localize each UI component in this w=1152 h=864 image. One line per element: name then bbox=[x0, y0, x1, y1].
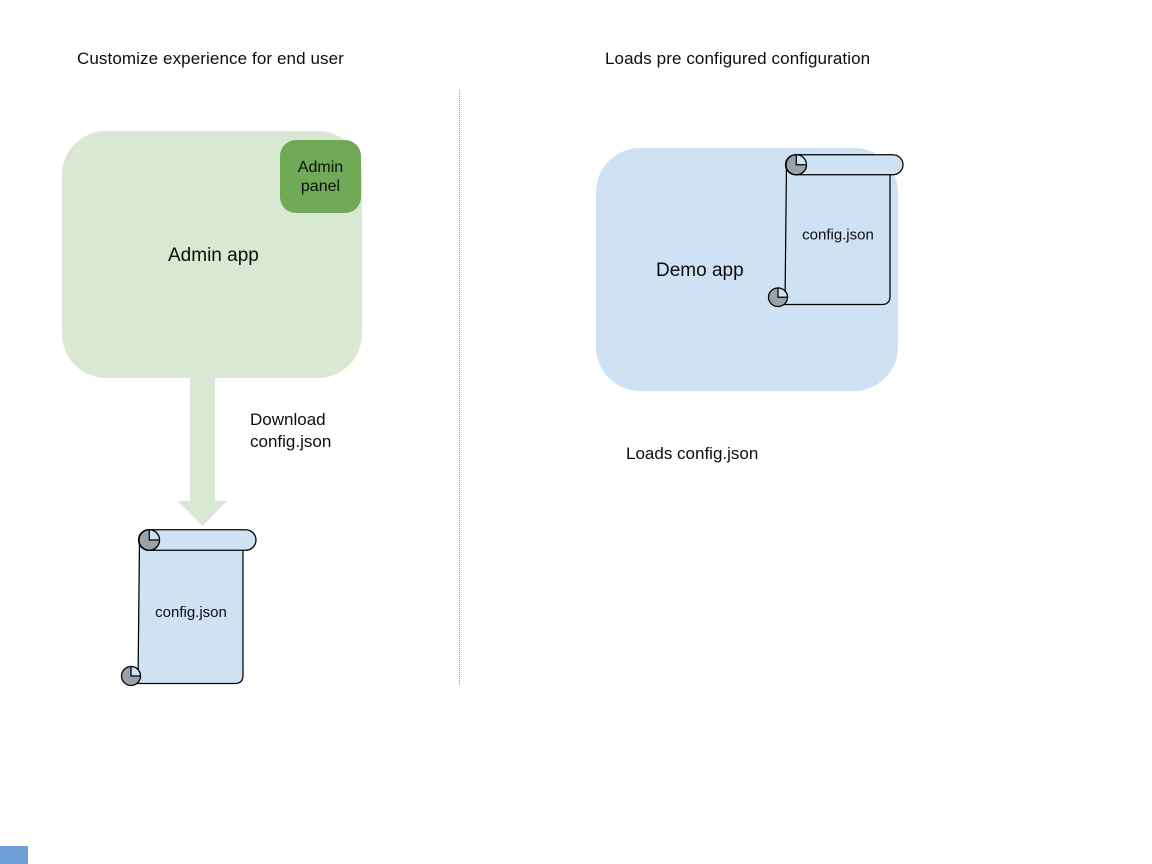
scroll-curl-notch bbox=[777, 287, 789, 298]
scroll-body bbox=[784, 163, 891, 306]
right-section-title: Loads pre configured configuration bbox=[605, 49, 871, 68]
config-json-label-right: config.json bbox=[802, 228, 874, 244]
download-config-caption: Download config.json bbox=[250, 410, 332, 451]
scroll-roll-end-curl bbox=[138, 529, 161, 551]
config-json-scroll-right: config.json bbox=[767, 154, 904, 308]
admin-app-label: Admin app bbox=[168, 245, 259, 266]
demo-app-label: Demo app bbox=[656, 260, 744, 281]
left-section-title: Customize experience for end user bbox=[77, 49, 344, 68]
scroll-roll-end-curl bbox=[785, 154, 808, 176]
download-arrow bbox=[178, 378, 227, 526]
scroll-curl-notch bbox=[130, 665, 142, 677]
admin-panel-box: Admin panel bbox=[280, 140, 361, 213]
loads-config-caption: Loads config.json bbox=[626, 444, 759, 463]
admin-app-box: Admin app Admin panel bbox=[62, 131, 362, 378]
config-json-label-left: config.json bbox=[155, 604, 227, 621]
down-arrow-icon bbox=[178, 378, 227, 526]
corner-artifact bbox=[0, 846, 28, 864]
admin-panel-label: Admin panel bbox=[297, 158, 344, 195]
scroll-body bbox=[137, 538, 244, 685]
config-json-scroll-left: config.json bbox=[120, 529, 257, 687]
section-divider bbox=[459, 90, 460, 685]
